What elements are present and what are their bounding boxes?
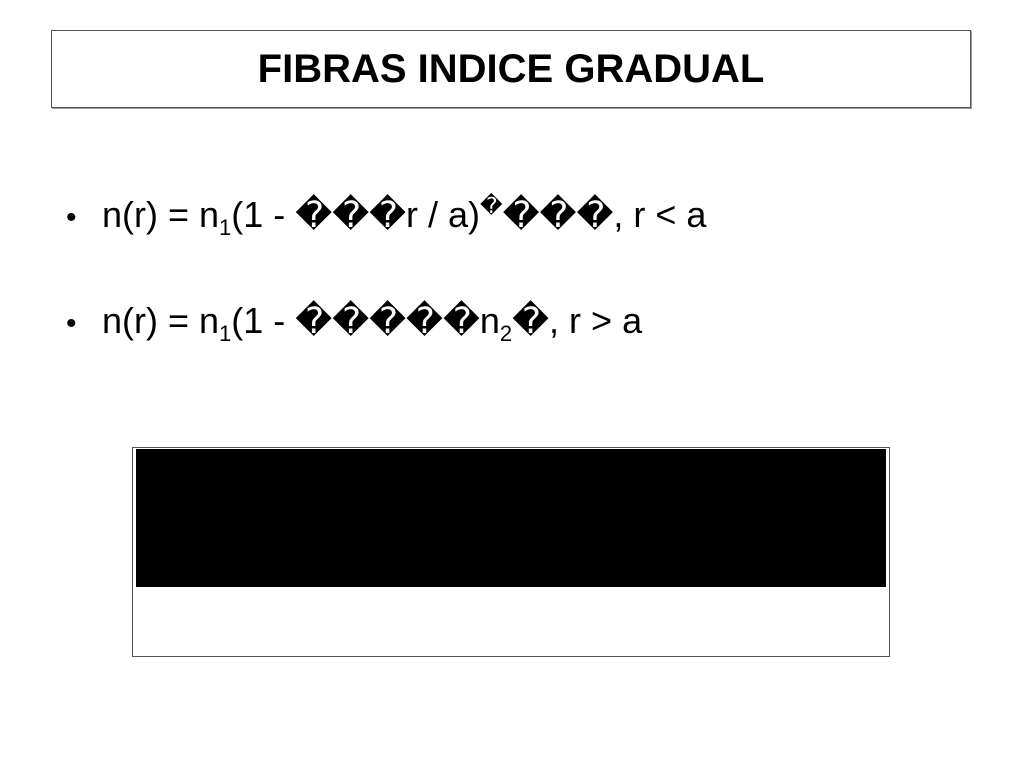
formula-tail: �, r > a — [512, 300, 643, 341]
bullet-dot: • — [66, 307, 77, 340]
title-box: FIBRAS INDICE GRADUAL — [51, 30, 971, 108]
formula-subscript-2: 2 — [499, 321, 513, 346]
formula-lhs: n(r) = n — [102, 194, 220, 235]
formula-superscript: � — [480, 193, 503, 218]
bullet-dot: • — [66, 201, 77, 234]
slide-title: FIBRAS INDICE GRADUAL — [257, 46, 765, 91]
formula-subscript: 1 — [219, 321, 232, 346]
formula-middle: (1 - ���r / a) — [231, 194, 481, 235]
formula-lhs: n(r) = n — [102, 300, 220, 341]
figure-frame — [132, 447, 890, 657]
formula-tail: ���, r < a — [502, 194, 707, 235]
formula-middle: (1 - �����n — [231, 300, 500, 341]
formula-subscript: 1 — [219, 215, 232, 240]
figure-image-blackout — [136, 449, 886, 587]
